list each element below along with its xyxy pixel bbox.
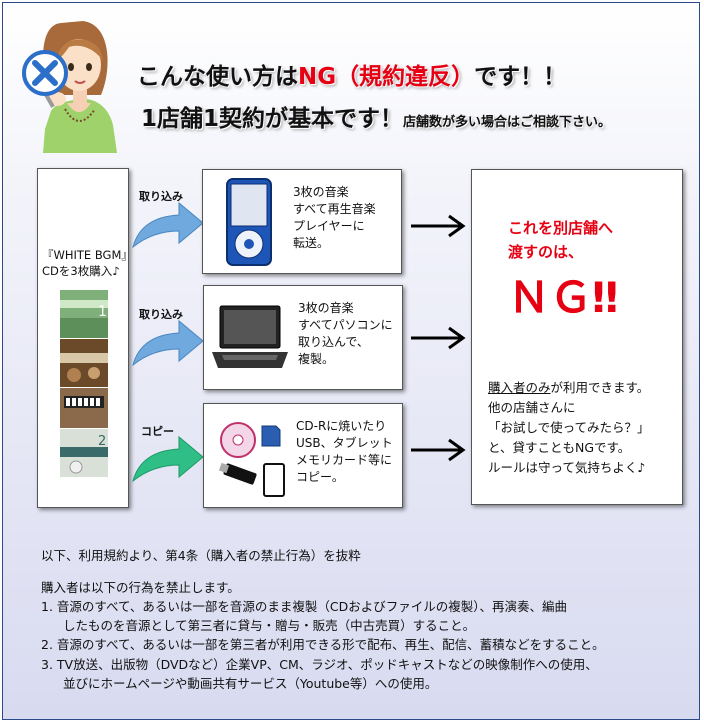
arrow-label-import-2: 取り込み — [139, 308, 183, 321]
ng-explanation-line3: 「お試しで使ってみたら？」 — [488, 420, 650, 435]
headline-part: です！！ — [474, 64, 567, 90]
ng-explanation-line4: と、貸すこともNGです。 — [488, 440, 631, 455]
case-media-line: コピー。 — [296, 470, 344, 484]
cd-box-label: 『WHITE BGM』 CDを3枚購入♪ — [42, 247, 133, 279]
case-media-text: CD-Rに焼いたり USB、タブレット メモリカード等に コピー。 — [296, 418, 393, 486]
cd-cover-1-icon: 1 — [60, 290, 108, 338]
terms-item3-line1: 3. TV放送、出版物（DVDなど）企業VP、CM、ラジオ、ポッドキャストなどの… — [41, 657, 598, 672]
svg-text:2: 2 — [98, 434, 106, 449]
ng-explanation-line1: 購入者のみが利用できます。 — [488, 378, 650, 398]
headline-ng-red: NG（規約違反） — [298, 64, 475, 90]
cd-box: 『WHITE BGM』 CDを3枚購入♪ 1 — [37, 168, 133, 508]
terms-intro: 以下、利用規約より、第4条（購入者の禁止行為）を抜粋 — [41, 548, 361, 563]
case-box-media: CD-Rに焼いたり USB、タブレット メモリカード等に コピー。 — [203, 403, 403, 508]
black-arrow-2-icon — [411, 326, 466, 350]
cd-cover-2-icon — [60, 339, 108, 387]
curved-arrow-blue-1-icon — [132, 201, 204, 249]
headline-line2: 1店舗1契約が基本です！店舗数が多い場合はご相談下さい。 — [141, 99, 611, 133]
ng-buyer-only: 購入者のみ — [488, 380, 551, 395]
case-pc-line: 複製。 — [298, 352, 335, 366]
ng-big-label: ＮＧ‼ — [508, 273, 619, 322]
cd-box-line1: 『WHITE BGM』 — [42, 248, 133, 262]
ng-explanation: 購入者のみが利用できます。 他の店舗さんに 「お試しで使ってみたら？」 と、貸す… — [488, 378, 650, 478]
case-media-line: メモリカード等に — [296, 453, 393, 467]
arrow-label-import-1: 取り込み — [139, 190, 183, 203]
case-player-line: すべて再生音楽 — [293, 202, 376, 216]
case-player-line: 転送。 — [293, 236, 330, 250]
ng-title-line1: これを別店舗へ — [508, 219, 614, 237]
laptop-icon — [212, 305, 288, 368]
headline-part: こんな使い方は — [137, 64, 298, 90]
case-player-line: プレイヤーに — [293, 219, 365, 233]
storage-media-icon — [218, 422, 285, 497]
ng-line1-rest: が利用できます。 — [550, 380, 650, 395]
terms-item2: 2. 音源のすべて、あるいは一部を第三者が利用できる形で配布、再生、配信、蓄積な… — [41, 637, 605, 652]
case-pc-line: すべてパソコンに — [298, 318, 393, 332]
case-media-line: CD-Rに焼いたり — [296, 419, 387, 433]
headline-part: 1店舗1契約が基本です！ — [141, 106, 404, 132]
terms-lead: 購入者は以下の行為を禁止します。 — [41, 580, 240, 595]
case-player-text: 3枚の音楽 すべて再生音楽 プレイヤーに 転送。 — [293, 184, 376, 252]
cd-cover-3-icon — [60, 388, 108, 428]
woman-ng-illustration-icon — [22, 21, 117, 153]
terms-item1-line2: したものを音源として第三者に貸与・贈与・販売（中古売買）すること。 — [63, 618, 476, 633]
terms-item1-line1: 1. 音源のすべて、あるいは一部を音源のまま複製（CDおよびファイルの複製）、再… — [41, 599, 568, 614]
arrow-label-copy: コピー — [141, 425, 174, 438]
ng-title: これを別店舗へ 渡すのは、 — [508, 216, 613, 264]
case-box-player: 3枚の音楽 すべて再生音楽 プレイヤーに 転送。 — [202, 169, 402, 274]
cd-box-line2: CDを3枚購入♪ — [42, 264, 120, 278]
terms-item3-line2: 並びにホームページや動画共有サービス（Youtube等）への使用。 — [63, 676, 438, 691]
curved-arrow-blue-2-icon — [132, 319, 204, 367]
cd-cover-4-icon: 2 — [60, 429, 108, 477]
music-player-icon — [226, 178, 272, 266]
ng-title-line2: 渡すのは、 — [508, 243, 584, 261]
case-pc-line: 3枚の音楽 — [298, 301, 354, 315]
headline-small-note: 店舗数が多い場合はご相談下さい。 — [403, 115, 612, 130]
case-box-pc: 3枚の音楽 すべてパソコンに 取り込んで、 複製。 — [203, 285, 403, 390]
svg-text:1: 1 — [98, 304, 107, 320]
ng-explanation-line2: 他の店舗さんに — [488, 400, 576, 415]
curved-arrow-green-icon — [132, 435, 204, 483]
case-media-line: USB、タブレット — [296, 436, 393, 450]
black-arrow-3-icon — [411, 438, 466, 462]
case-pc-line: 取り込んで、 — [298, 335, 369, 349]
black-arrow-1-icon — [411, 214, 466, 238]
ng-explanation-line5: ルールは守って気持ちよく♪ — [488, 460, 646, 475]
headline-line1: こんな使い方はNG（規約違反）です！！ — [137, 57, 566, 91]
case-pc-text: 3枚の音楽 すべてパソコンに 取り込んで、 複製。 — [298, 300, 393, 368]
case-player-line: 3枚の音楽 — [293, 185, 349, 199]
ng-box: これを別店舗へ 渡すのは、 ＮＧ‼ 購入者のみが利用できます。 他の店舗さんに … — [471, 169, 683, 505]
